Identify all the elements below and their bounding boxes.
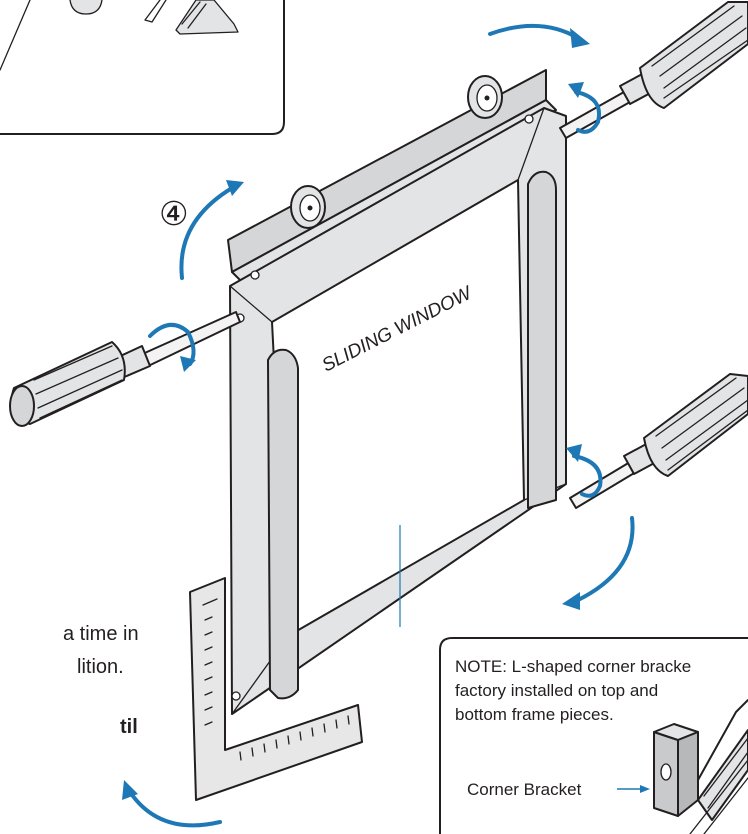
instruction-text-line3: til <box>120 716 138 738</box>
rotation-arrow-top-screw <box>568 82 601 134</box>
rotation-arrow-top <box>488 24 590 48</box>
screwdriver-top-right <box>559 1 748 139</box>
top-inset-panel <box>0 0 285 135</box>
rotation-arrow-left-step <box>179 180 244 280</box>
carpenter-square <box>189 577 363 801</box>
note-line3: bottom frame pieces. <box>455 705 614 724</box>
rotation-arrow-bottom-screw <box>566 444 603 498</box>
screwdriver-bottom-right <box>569 373 748 509</box>
corner-bracket-pointer <box>617 785 650 793</box>
inset-fragment-tool <box>0 0 239 71</box>
corner-bracket-label: Corner Bracket <box>467 780 582 799</box>
roller-left <box>290 185 326 229</box>
step-number: ④ <box>159 195 189 232</box>
screwdriver-left <box>9 311 241 427</box>
corner-bracket-illustration <box>653 699 748 834</box>
rotation-arrow-bottom-right <box>562 516 635 610</box>
rotation-arrow-bottom-left <box>122 780 222 828</box>
instruction-text-line1: a time in <box>63 623 139 645</box>
window-frame <box>227 69 567 715</box>
note-panel: NOTE: L-shaped corner bracke factory ins… <box>439 637 748 834</box>
instruction-text-line2: lition. <box>77 656 124 678</box>
note-line2: factory installed on top and <box>455 681 658 700</box>
roller-right <box>467 75 503 119</box>
rotation-arrow-left-screw <box>148 323 196 372</box>
note-line1: NOTE: L-shaped corner bracke <box>455 657 691 676</box>
